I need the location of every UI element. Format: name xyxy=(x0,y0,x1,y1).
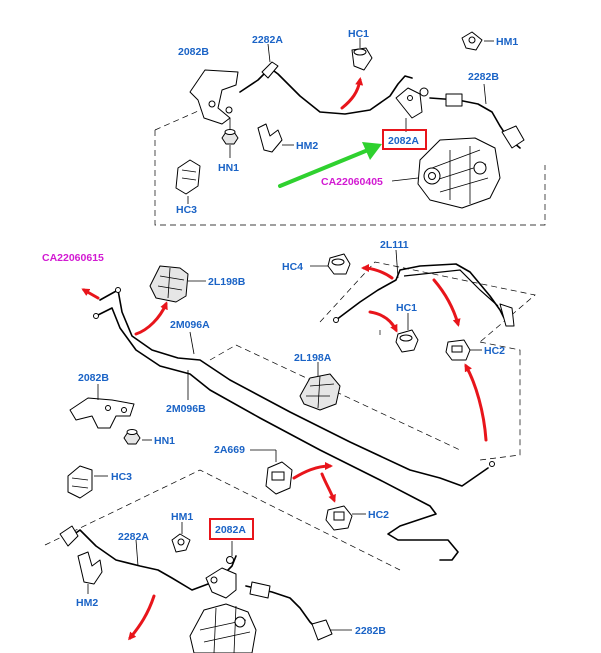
reference-ca22060405: CA22060405 xyxy=(321,176,383,188)
label-2082a-top: 2082A xyxy=(388,135,419,147)
bracket-2082a-lower[interactable] xyxy=(205,556,237,599)
clip-hc3[interactable] xyxy=(175,159,201,195)
clip-hc1-lower[interactable] xyxy=(395,329,419,353)
pipe-end-fitting-a xyxy=(115,287,121,293)
top-group: 2082B 2282A HC1 HM1 2282B 2082A HN1 HM2 … xyxy=(154,28,546,226)
label-2m096b: 2M096B xyxy=(166,403,206,415)
label-hc1-top: HC1 xyxy=(348,28,369,40)
nut-hn1-lower[interactable] xyxy=(123,429,141,445)
red-arrow-hc1-lower xyxy=(368,310,398,333)
pipe-2l111-lower xyxy=(403,269,499,307)
caliper-lower xyxy=(189,603,257,653)
label-hm2-top: HM2 xyxy=(296,140,318,152)
frame-right-dashed xyxy=(319,261,536,461)
top-frame-dashed-b xyxy=(154,107,206,131)
label-2082a-lower: 2082A xyxy=(215,524,246,536)
pipe-2m096a xyxy=(99,289,489,487)
pipe-end-fitting-b xyxy=(93,313,99,319)
label-2282a-lower: 2282A xyxy=(118,531,149,543)
pipe-2282b-fitting-b xyxy=(501,125,525,149)
highlight-box-2082a-lower xyxy=(209,518,254,540)
pipe-end-fitting-c xyxy=(489,461,495,467)
red-arrow-hc2-lower xyxy=(320,472,336,503)
bracket-2082b[interactable] xyxy=(189,69,239,125)
caliper-top xyxy=(417,137,501,209)
label-2082b-lower: 2082B xyxy=(78,372,109,384)
holder-2l198a[interactable] xyxy=(299,373,341,411)
pipe-2m096b xyxy=(95,307,459,561)
clip-hc4[interactable] xyxy=(327,253,351,275)
frame-lower-dashed xyxy=(44,469,401,571)
pipe-2282b-lower-fitting-b xyxy=(311,619,333,641)
label-2m096a: 2M096A xyxy=(170,319,210,331)
top-frame-dashed xyxy=(154,130,546,226)
label-hm2-lower: HM2 xyxy=(76,597,98,609)
reference-ca22060615: CA22060615 xyxy=(42,252,104,264)
bracket-2082a[interactable] xyxy=(395,87,429,119)
clip-hm2[interactable] xyxy=(257,123,283,153)
label-hc3-lower: HC3 xyxy=(111,471,132,483)
label-hc4: HC4 xyxy=(282,261,303,273)
nut-hn1[interactable] xyxy=(221,129,239,145)
label-2282a-top: 2282A xyxy=(252,34,283,46)
red-arrow-hc2-up xyxy=(464,363,488,442)
label-2l198a: 2L198A xyxy=(294,352,332,364)
label-2l111: 2L111 xyxy=(380,239,409,251)
pipe-2l111-fitting xyxy=(499,303,515,327)
pipe-2l111-end xyxy=(333,317,339,323)
pipe-2282b-lower-fitting-a xyxy=(249,581,271,599)
clip-hm1-top[interactable] xyxy=(461,31,483,51)
green-arrow-to-2082a xyxy=(278,142,382,188)
red-arrow-2l198b xyxy=(134,301,168,336)
label-2282b-lower: 2282B xyxy=(355,625,386,637)
label-hn1-top: HN1 xyxy=(218,162,239,174)
label-2l198b: 2L198B xyxy=(208,276,246,288)
pipe-2282b-fitting-a xyxy=(445,93,463,107)
label-2a669: 2A669 xyxy=(214,444,245,456)
label-hc2-right: HC2 xyxy=(484,345,505,357)
bracket-2082b-lower[interactable] xyxy=(69,397,135,429)
label-hm1-lower: HM1 xyxy=(171,511,193,523)
clip-2a669[interactable] xyxy=(265,461,293,495)
label-2282b-top: 2282B xyxy=(468,71,499,83)
red-arrow-left-pipe-end xyxy=(81,288,100,300)
clip-hm2-lower[interactable] xyxy=(77,551,103,585)
frame-mid-dashed xyxy=(209,344,461,451)
clip-hc3-lower[interactable] xyxy=(67,465,93,499)
clip-hc1-top[interactable] xyxy=(351,47,373,71)
pipe-2282a-lower-fitting xyxy=(59,525,79,547)
label-hc3-top: HC3 xyxy=(176,204,197,216)
red-arrow-hc1-top xyxy=(340,77,364,110)
holder-2l198b[interactable] xyxy=(149,265,189,303)
pipe-2l111 xyxy=(335,263,507,323)
pipe-2282a-fitting xyxy=(261,61,279,79)
clip-hc2-lower[interactable] xyxy=(325,505,353,531)
label-hc2-lower: HC2 xyxy=(368,509,389,521)
red-arrow-hc2-right xyxy=(432,278,461,327)
clip-hm1-lower[interactable] xyxy=(171,533,191,553)
clip-hc2-right[interactable] xyxy=(445,339,471,361)
red-arrow-lower-left xyxy=(128,594,156,641)
label-hn1-lower: HN1 xyxy=(154,435,175,447)
red-arrow-hc4 xyxy=(361,264,394,280)
red-arrow-2a669 xyxy=(292,462,333,480)
label-hc1-lower: HC1 xyxy=(396,302,417,314)
label-hm1-top: HM1 xyxy=(496,36,518,48)
label-2082b-top: 2082B xyxy=(178,46,209,58)
highlight-box-2082a-top xyxy=(382,129,427,150)
lower-group: CA22060615 xyxy=(42,239,536,653)
